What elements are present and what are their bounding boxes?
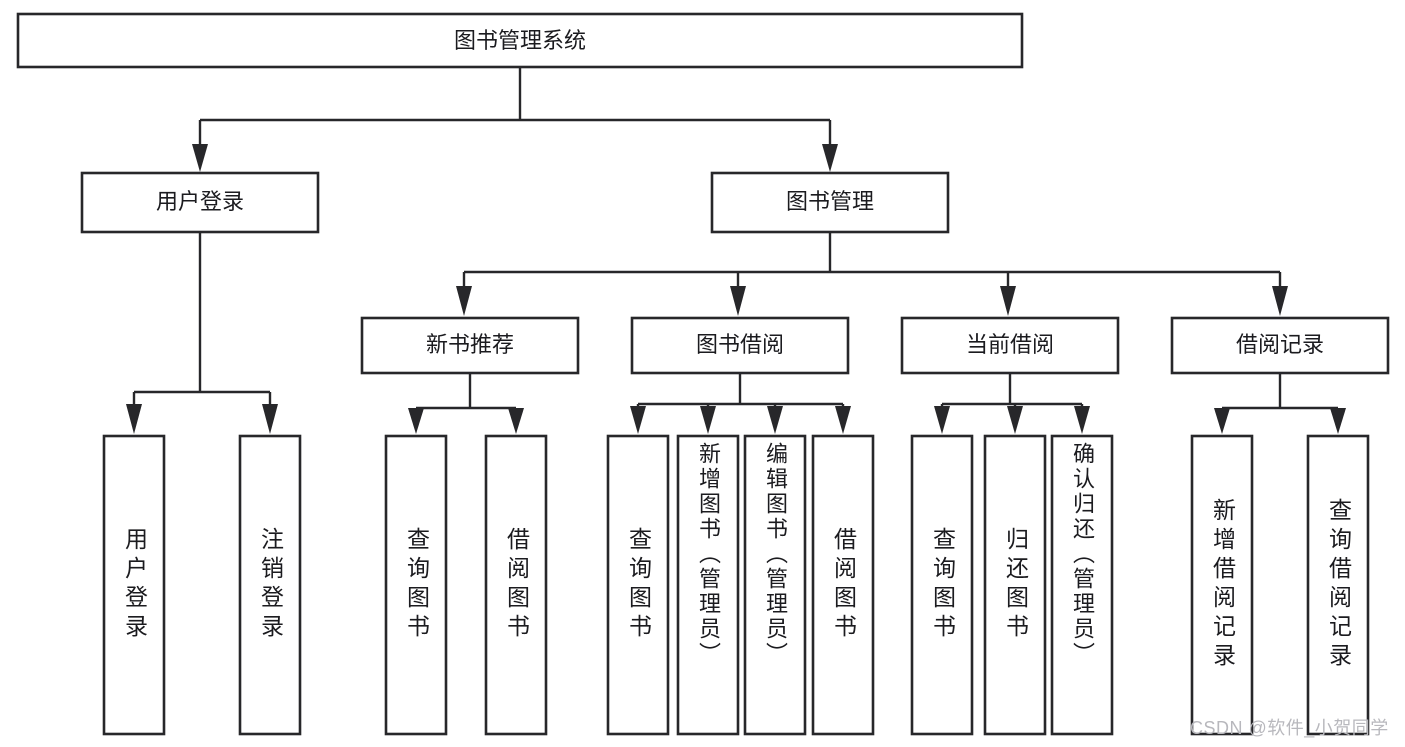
current-borrow-box[interactable] xyxy=(900,316,1120,375)
borrow-records-box[interactable] xyxy=(1170,316,1390,375)
arrow-head-new-book-recommend xyxy=(456,286,472,316)
node-borrow-records[interactable]: 借阅记录 xyxy=(1170,316,1390,375)
leaf-return-book-box[interactable] xyxy=(983,434,1047,736)
leaf-query-book-borrow-label: 查询图书 xyxy=(625,527,652,643)
edge-layer xyxy=(126,67,1346,434)
leaf-node[interactable]: 新增借阅记录 xyxy=(1190,434,1254,736)
arrow-head-leaf-borrow-book-recommend xyxy=(508,408,524,434)
arrow-head-leaf-query-book-current xyxy=(934,406,950,434)
leaf-query-book-recommend-text-wrap: 查询图书 xyxy=(403,527,430,643)
node-current-borrow[interactable]: 当前借阅 xyxy=(900,316,1120,375)
book-management-label: 图书管理 xyxy=(786,189,874,214)
leaf-node[interactable]: 查询图书 xyxy=(384,434,448,736)
leaf-node[interactable]: 借阅图书 xyxy=(484,434,548,736)
arrow-head-user-login xyxy=(192,144,208,172)
arrow-head-leaf-borrow-book xyxy=(835,406,851,434)
leaf-logout-label: 注销登录 xyxy=(257,527,284,643)
arrow-head-leaf-query-book-recommend xyxy=(408,408,424,434)
root-label: 图书管理系统 xyxy=(454,28,586,53)
book-borrow-box[interactable] xyxy=(630,316,850,375)
arrow-head-book-borrow xyxy=(730,286,746,316)
arrow-head-book-management xyxy=(822,144,838,172)
user-login-label: 用户登录 xyxy=(156,189,244,214)
arrow-head-leaf-user-login xyxy=(126,404,142,434)
arrow-head-leaf-query-borrow-record xyxy=(1330,408,1346,434)
leaf-query-book-recommend-label: 查询图书 xyxy=(403,527,430,643)
leaf-borrow-book-text-wrap: 借阅图书 xyxy=(830,527,857,643)
leaf-query-borrow-record-box[interactable] xyxy=(1306,434,1370,736)
leaf-user-login-box[interactable] xyxy=(102,434,166,736)
leaf-query-book-borrow-text-wrap: 查询图书 xyxy=(625,527,652,643)
arrow-head-leaf-return-book xyxy=(1007,406,1023,434)
leaf-node[interactable]: 借阅图书 xyxy=(811,434,875,736)
leaf-node[interactable]: 用户登录 xyxy=(102,434,166,736)
arrow-head-leaf-edit-book xyxy=(767,406,783,434)
leaf-query-book-current-text-wrap: 查询图书 xyxy=(929,527,956,643)
arrow-head-leaf-confirm-return xyxy=(1074,406,1090,434)
leaf-query-borrow-record-label: 查询借阅记录 xyxy=(1325,498,1352,672)
leaf-query-borrow-record-text-wrap: 查询借阅记录 xyxy=(1325,498,1352,672)
leaf-logout-box[interactable] xyxy=(238,434,302,736)
leaf-confirm-return-label: 确认归还（管理员） xyxy=(1070,442,1095,667)
leaf-logout-text-wrap: 注销登录 xyxy=(257,527,284,643)
node-user-login[interactable]: 用户登录 xyxy=(80,171,320,234)
arrow-head-borrow-records xyxy=(1272,286,1288,316)
leaf-query-book-current-label: 查询图书 xyxy=(929,527,956,643)
leaf-add-borrow-record-box[interactable] xyxy=(1190,434,1254,736)
leaf-query-book-borrow-box[interactable] xyxy=(606,434,670,736)
borrow-records-label: 借阅记录 xyxy=(1236,332,1324,357)
leaf-confirm-return-box[interactable] xyxy=(1050,434,1114,736)
leaf-node[interactable]: 查询借阅记录 xyxy=(1306,434,1370,736)
leaf-add-book-label: 新增图书（管理员） xyxy=(696,442,721,667)
csdn-watermark: CSDN @软件_小贺同学 xyxy=(1190,718,1389,738)
leaf-node[interactable]: 查询图书 xyxy=(606,434,670,736)
leaf-user-login-label: 用户登录 xyxy=(121,527,148,643)
leaf-node[interactable]: 新增图书（管理员） xyxy=(676,434,740,736)
new-book-recommend-label: 新书推荐 xyxy=(426,332,514,357)
user-login-box[interactable] xyxy=(80,171,320,234)
leaf-edit-book-box[interactable] xyxy=(743,434,807,736)
root-box[interactable] xyxy=(16,12,1024,69)
leaf-edit-book-label: 编辑图书（管理员） xyxy=(763,442,788,667)
leaf-node[interactable]: 查询图书 xyxy=(910,434,974,736)
book-management-box[interactable] xyxy=(710,171,950,234)
arrow-head-leaf-add-book xyxy=(700,406,716,434)
leaf-add-book-box[interactable] xyxy=(676,434,740,736)
leaf-node[interactable]: 注销登录 xyxy=(238,434,302,736)
leaf-add-book-text-wrap: 新增图书（管理员） xyxy=(696,442,721,667)
leaf-borrow-book-recommend-box[interactable] xyxy=(484,434,548,736)
current-borrow-label: 当前借阅 xyxy=(966,332,1054,357)
leaf-add-borrow-record-label: 新增借阅记录 xyxy=(1209,498,1236,672)
new-book-recommend-box[interactable] xyxy=(360,316,580,375)
node-book-management[interactable]: 图书管理 xyxy=(710,171,950,234)
leaf-user-login-text-wrap: 用户登录 xyxy=(121,527,148,643)
leaf-node[interactable]: 归还图书 xyxy=(983,434,1047,736)
book-borrow-label: 图书借阅 xyxy=(696,332,784,357)
leaf-confirm-return-text-wrap: 确认归还（管理员） xyxy=(1070,442,1095,667)
leaf-borrow-book-recommend-text-wrap: 借阅图书 xyxy=(503,527,530,643)
leaf-borrow-book-label: 借阅图书 xyxy=(830,527,857,643)
node-root[interactable]: 图书管理系统 xyxy=(16,12,1024,69)
leaf-return-book-label: 归还图书 xyxy=(1002,527,1029,643)
arrow-head-current-borrow xyxy=(1000,286,1016,316)
leaf-query-book-recommend-box[interactable] xyxy=(384,434,448,736)
leaf-edit-book-text-wrap: 编辑图书（管理员） xyxy=(763,442,788,667)
leaf-query-book-current-box[interactable] xyxy=(910,434,974,736)
leaf-node[interactable]: 确认归还（管理员） xyxy=(1050,434,1114,736)
leaf-borrow-book-recommend-label: 借阅图书 xyxy=(503,527,530,643)
arrow-head-leaf-add-borrow-record xyxy=(1214,408,1230,434)
arrow-head-leaf-logout xyxy=(262,404,278,434)
arrow-head-leaf-query-book-borrow xyxy=(630,406,646,434)
leaf-return-book-text-wrap: 归还图书 xyxy=(1002,527,1029,643)
node-new-book-recommend[interactable]: 新书推荐 xyxy=(360,316,580,375)
leaf-borrow-book-box[interactable] xyxy=(811,434,875,736)
leaf-node[interactable]: 编辑图书（管理员） xyxy=(743,434,807,736)
node-book-borrow[interactable]: 图书借阅 xyxy=(630,316,850,375)
leaf-add-borrow-record-text-wrap: 新增借阅记录 xyxy=(1209,498,1236,672)
